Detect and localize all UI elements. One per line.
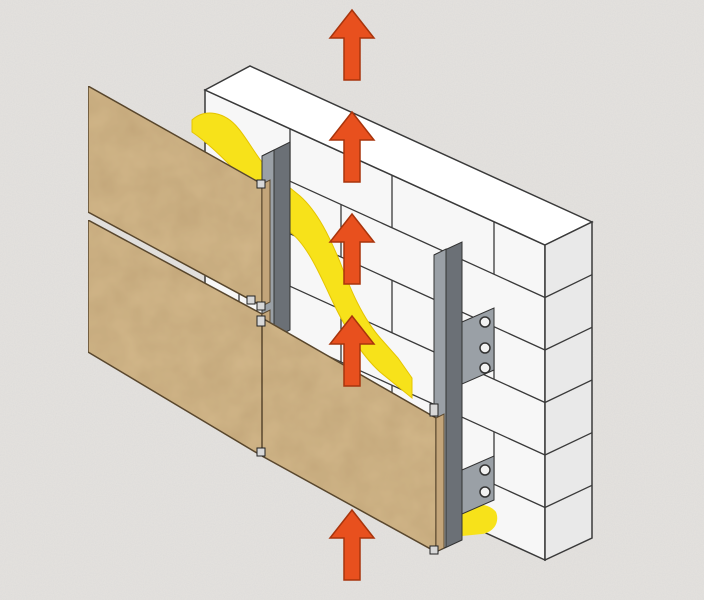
brick-side-line: [544, 326, 593, 351]
bracket-icon: [461, 455, 495, 515]
brick-side-line: [544, 379, 593, 404]
up-arrow-icon: [328, 508, 376, 581]
wall-brackets: [461, 307, 495, 515]
brick-side-line: [544, 484, 593, 509]
brick-side-line: [544, 274, 593, 299]
insulation-strip-bottom: [462, 504, 498, 536]
panel-upper-left: [87, 84, 271, 308]
up-arrow-icon: [328, 8, 376, 81]
brick-side-line: [544, 432, 593, 456]
ventilation-arrows: [328, 8, 376, 581]
bracket-icon: [461, 307, 495, 385]
up-arrow-icon: [328, 212, 376, 285]
facade-panels: [87, 84, 445, 555]
up-arrow-icon: [328, 314, 376, 387]
up-arrow-icon: [328, 110, 376, 183]
panel-lower-right: [261, 316, 445, 554]
panel-clips: [246, 179, 439, 555]
